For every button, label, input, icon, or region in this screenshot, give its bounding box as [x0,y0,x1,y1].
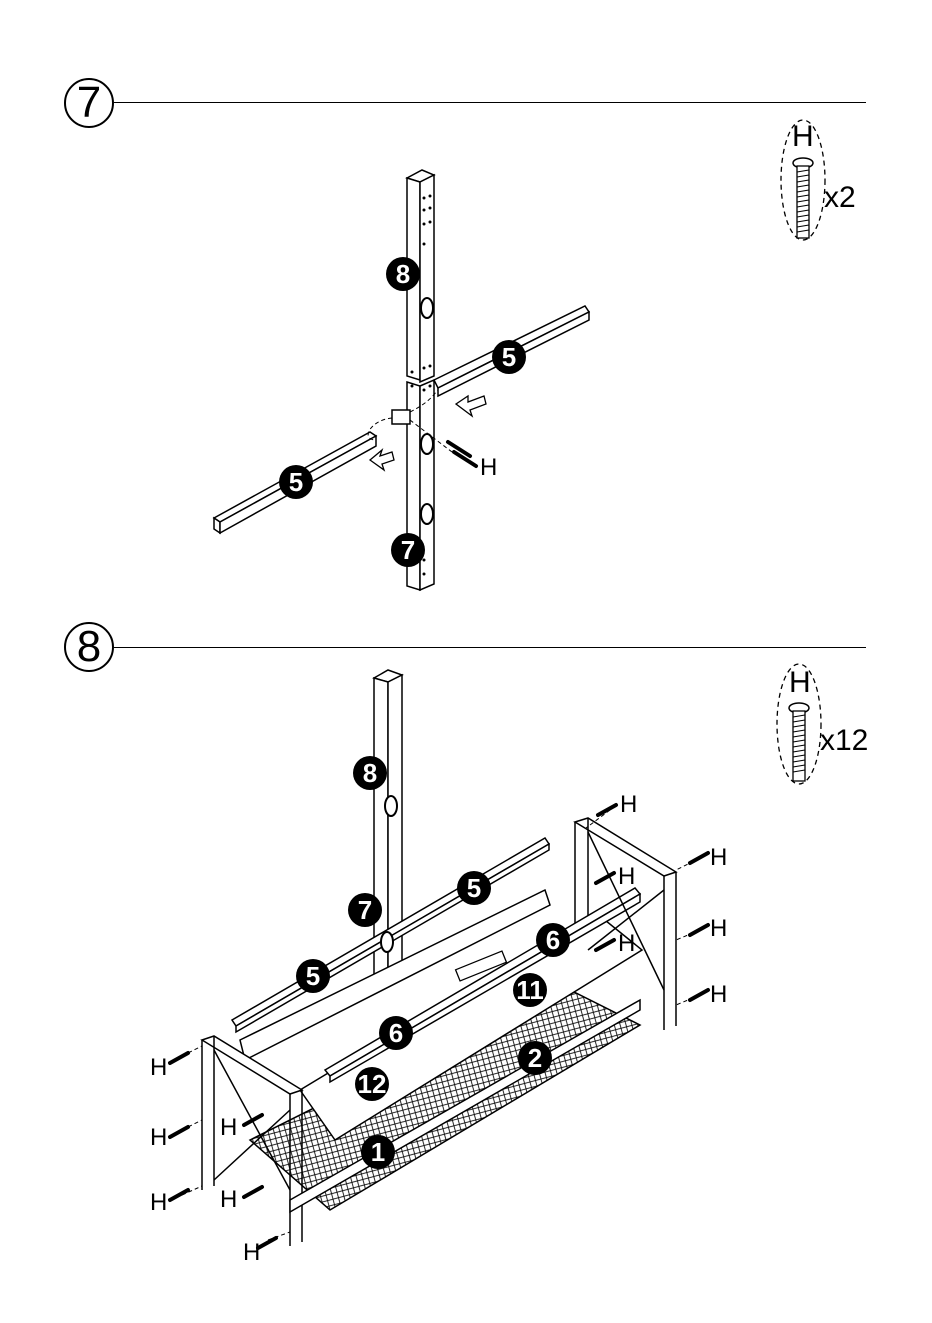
step-8-screw-label: H [710,915,727,942]
step-8-part-8: 8 [363,758,377,788]
step-8-screw-label: H [220,1186,237,1213]
step-8-part-11: 11 [516,975,544,1005]
step-8-screw-label: H [150,1124,167,1151]
step-8-screw-label: H [710,981,727,1008]
step-8-screw-label: H [618,930,635,957]
step-8-part-2: 2 [528,1043,542,1073]
step-8-screw-label: H [620,791,637,818]
step-8-screw-label: H [618,863,635,890]
step-8-part-12: 12 [358,1069,387,1099]
step-8-part-7: 7 [358,895,372,925]
step-8-screw-label: H [150,1054,167,1081]
step-8-screw-label: H [220,1114,237,1141]
step-8-part-5-front: 5 [306,961,320,991]
step-8-screw-label: H [710,844,727,871]
step-8-screw-label: H [150,1189,167,1216]
step-8-part-6-right: 6 [546,925,560,955]
step-8-part-1: 1 [371,1137,385,1167]
step-8-part-5-rear: 5 [467,873,481,903]
step-8-screw-label: H [243,1239,260,1266]
step-8-part-6-left: 6 [389,1018,403,1048]
